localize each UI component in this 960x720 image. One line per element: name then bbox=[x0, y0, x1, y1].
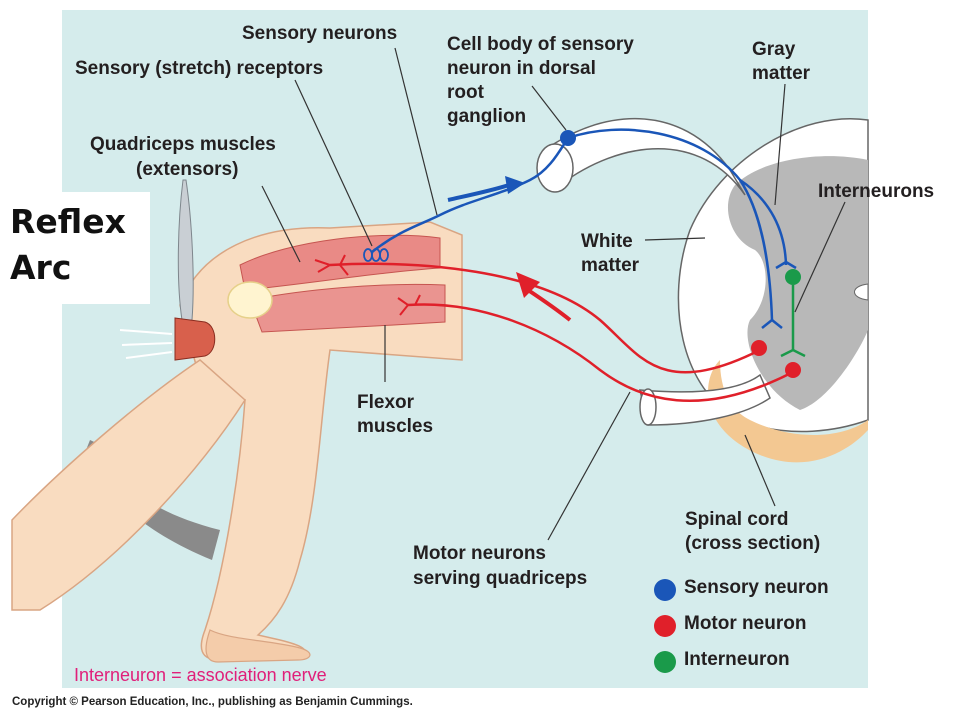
legend-dot-motor bbox=[654, 615, 676, 637]
label-interneurons: Interneurons bbox=[818, 181, 935, 202]
spinal-cord-meninges bbox=[708, 360, 868, 463]
legend-label-sensory: Sensory neuron bbox=[684, 577, 829, 598]
label-cell-body-2: neuron in dorsal bbox=[447, 58, 596, 79]
title-line-2: Arc bbox=[10, 248, 72, 287]
legend-dot-interneuron bbox=[654, 651, 676, 673]
lower-leg-shape bbox=[11, 359, 246, 611]
spinal-canal bbox=[854, 283, 869, 301]
interneuron-terminal bbox=[780, 348, 806, 358]
legend-dot-sensory bbox=[654, 579, 676, 601]
legend-label-motor: Motor neuron bbox=[684, 613, 807, 634]
impact-lines bbox=[119, 329, 173, 359]
sensory-arrow-head bbox=[505, 176, 525, 194]
motor-direction-arrow bbox=[526, 288, 572, 322]
stretch-receptor bbox=[363, 248, 389, 262]
motor-neuron-quadriceps bbox=[329, 262, 761, 374]
dorsal-root bbox=[544, 118, 746, 196]
motor-cell-body-1 bbox=[751, 340, 767, 356]
legend-label-interneuron: Interneuron bbox=[684, 649, 790, 670]
label-gray-matter-1: Gray bbox=[752, 39, 796, 60]
label-spinal-cord-2: (cross section) bbox=[685, 533, 821, 554]
label-motor-neurons-2: serving quadriceps bbox=[413, 568, 588, 589]
flexor-muscle bbox=[249, 283, 446, 333]
sensory-neuron-branch bbox=[739, 178, 788, 266]
motor-endplates-quadriceps bbox=[314, 254, 349, 276]
leader-lines bbox=[261, 47, 846, 541]
label-cell-body-4: ganglion bbox=[447, 106, 527, 127]
interneuron-cell-body bbox=[785, 269, 801, 285]
ventral-root-end bbox=[639, 388, 657, 426]
label-gray-matter-2: matter bbox=[752, 63, 811, 84]
patellar-tendon bbox=[227, 281, 273, 319]
label-cell-body-3: root bbox=[447, 82, 484, 103]
motor-neuron-flexor bbox=[407, 303, 794, 402]
sensory-terminal-2 bbox=[775, 260, 797, 270]
label-quadriceps-1: Quadriceps muscles bbox=[90, 134, 276, 155]
label-flexor-1: Flexor bbox=[357, 392, 415, 413]
label-stretch-receptors: Sensory (stretch) receptors bbox=[75, 58, 324, 79]
dorsal-root-ganglion bbox=[536, 143, 574, 193]
motor-cell-body-2 bbox=[785, 362, 801, 378]
association-nerve-note: Interneuron = association nerve bbox=[74, 665, 327, 685]
label-motor-neurons-1: Motor neurons bbox=[413, 543, 546, 564]
copyright-notice: Copyright © Pearson Education, Inc., pub… bbox=[12, 696, 413, 708]
label-spinal-cord-1: Spinal cord bbox=[685, 509, 789, 530]
label-white-matter-2: matter bbox=[581, 255, 640, 276]
reflex-hammer-head bbox=[174, 317, 216, 361]
label-white-matter-1: White bbox=[581, 231, 633, 252]
label-sensory-neurons: Sensory neurons bbox=[242, 23, 398, 44]
label-flexor-2: muscles bbox=[357, 416, 434, 437]
title-line-1: Reflex bbox=[10, 202, 126, 241]
sensory-terminal bbox=[761, 318, 783, 329]
motor-arrow-head bbox=[516, 272, 540, 298]
title-box: Reflex Arc bbox=[0, 192, 150, 304]
motor-endplates-flexor bbox=[397, 294, 421, 316]
label-cell-body-1: Cell body of sensory bbox=[447, 34, 634, 55]
label-quadriceps-2: (extensors) bbox=[136, 159, 239, 180]
foot-shape bbox=[205, 629, 311, 663]
sensory-cell-body bbox=[560, 130, 576, 146]
leg-shape bbox=[179, 221, 463, 661]
